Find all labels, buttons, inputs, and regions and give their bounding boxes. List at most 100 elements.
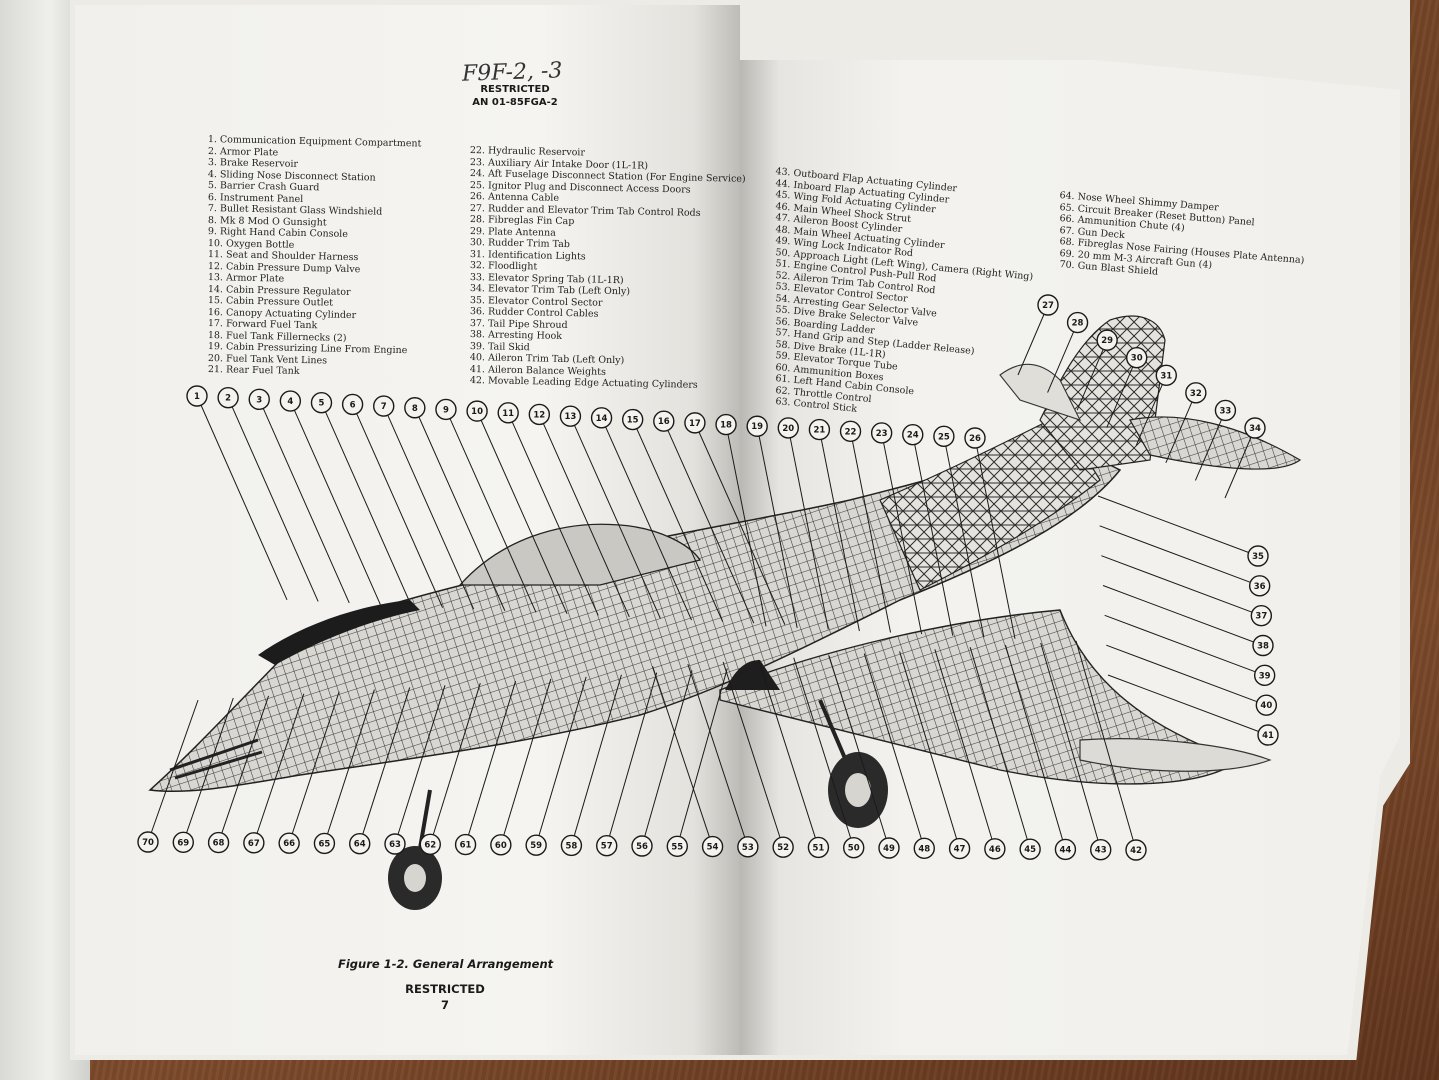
leader-line	[1101, 555, 1262, 617]
air-intake-shape	[725, 660, 780, 690]
callout-number: 25	[938, 432, 950, 442]
callout-number: 21	[813, 426, 825, 436]
leader-line	[912, 434, 954, 636]
callout-number: 39	[1259, 671, 1271, 681]
callout-circle	[1054, 838, 1077, 861]
leader-line	[383, 405, 475, 610]
callout-number: 20	[782, 424, 794, 434]
callout-circle	[913, 837, 935, 859]
callout-number: 9	[443, 405, 449, 415]
leader-line	[757, 659, 819, 848]
callout-circle	[560, 834, 583, 857]
callout-circle	[653, 410, 675, 432]
callout-number: 70	[142, 838, 154, 848]
callout-number: 56	[636, 842, 648, 852]
callout-number: 37	[1255, 612, 1267, 622]
leader-line	[289, 400, 381, 605]
leader-line	[663, 420, 755, 624]
leader-line	[569, 415, 661, 619]
callout-circle	[1257, 724, 1279, 746]
leader-line	[687, 663, 749, 848]
leader-line	[445, 409, 537, 613]
callout-circle	[186, 385, 208, 407]
callout-circle	[684, 412, 706, 434]
callout-circle	[878, 837, 900, 859]
stabilizer-left-shape	[999, 363, 1082, 421]
callout-number: 61	[460, 841, 472, 851]
callout-number: 22	[845, 427, 857, 437]
callout-circle	[933, 425, 955, 448]
callout-circle	[1090, 839, 1112, 861]
callout-number: 32	[1190, 389, 1202, 399]
leader-line	[465, 680, 517, 845]
callout-number: 65	[319, 839, 331, 849]
callout-number: 43	[1095, 846, 1107, 856]
leader-line	[352, 404, 444, 608]
callout-number: 29	[1101, 336, 1113, 346]
callout-number: 10	[471, 407, 483, 417]
leader-line	[1017, 304, 1049, 376]
wingtip-tank-shape	[1079, 738, 1272, 772]
callout-circle	[808, 418, 831, 441]
callout-number: 7	[381, 402, 387, 412]
callout-circle	[404, 397, 426, 419]
callout-number: 64	[354, 840, 366, 850]
leader-line	[288, 691, 340, 844]
stabilizer-right-shape	[1129, 416, 1302, 470]
callout-number: 23	[876, 429, 888, 439]
callout-number: 51	[813, 843, 825, 853]
leader-line	[632, 419, 724, 622]
leader-line	[850, 431, 892, 633]
leader-line	[1106, 644, 1267, 706]
leader-line	[1224, 427, 1256, 499]
callout-number: 47	[954, 845, 966, 855]
callout-circle	[1155, 364, 1177, 386]
callout-number: 15	[627, 416, 639, 426]
leader-line	[881, 432, 923, 635]
leader-line	[934, 649, 996, 850]
leader-line	[1104, 614, 1265, 676]
callout-circle	[497, 402, 519, 424]
callout-circle	[559, 405, 582, 427]
leader-line	[601, 417, 693, 621]
callout-number: 27	[1042, 301, 1054, 311]
callout-circle	[621, 408, 644, 431]
callout-number: 12	[533, 410, 545, 420]
callout-number: 69	[177, 838, 189, 848]
leader-line	[943, 436, 985, 638]
callout-circle	[349, 833, 371, 855]
callout-circle	[373, 395, 395, 417]
leader-line	[863, 653, 925, 849]
leader-line	[1097, 495, 1259, 557]
callout-circle	[248, 388, 270, 411]
leader-line	[793, 657, 855, 848]
callout-number: 60	[495, 841, 507, 851]
callout-circle	[1037, 294, 1059, 316]
leader-line	[476, 410, 568, 615]
callout-circle	[1019, 838, 1041, 860]
callout-circle	[1244, 417, 1266, 439]
callout-number: 50	[848, 844, 860, 854]
callout-circle	[525, 834, 547, 856]
leader-line	[606, 672, 658, 846]
callout-number: 18	[720, 421, 732, 431]
callout-number: 48	[918, 844, 930, 854]
main-wheel-hub	[845, 773, 871, 807]
callout-circle	[1185, 382, 1207, 404]
leader-line	[1099, 525, 1260, 587]
leader-line	[694, 422, 786, 625]
leader-line	[969, 647, 1031, 850]
leader-line	[1106, 357, 1138, 428]
callout-number: 3	[256, 395, 262, 405]
callout-circle	[419, 833, 441, 855]
callout-number: 31	[1160, 371, 1172, 381]
callout-number: 57	[601, 842, 613, 852]
callout-number: 68	[213, 839, 225, 849]
callout-circle	[384, 833, 406, 855]
leader-line	[253, 693, 305, 844]
leader-line	[323, 689, 375, 844]
callout-number: 14	[596, 414, 608, 424]
callout-circle	[1214, 399, 1237, 422]
leader-line	[394, 685, 446, 845]
page-number: 7	[440, 998, 449, 1012]
